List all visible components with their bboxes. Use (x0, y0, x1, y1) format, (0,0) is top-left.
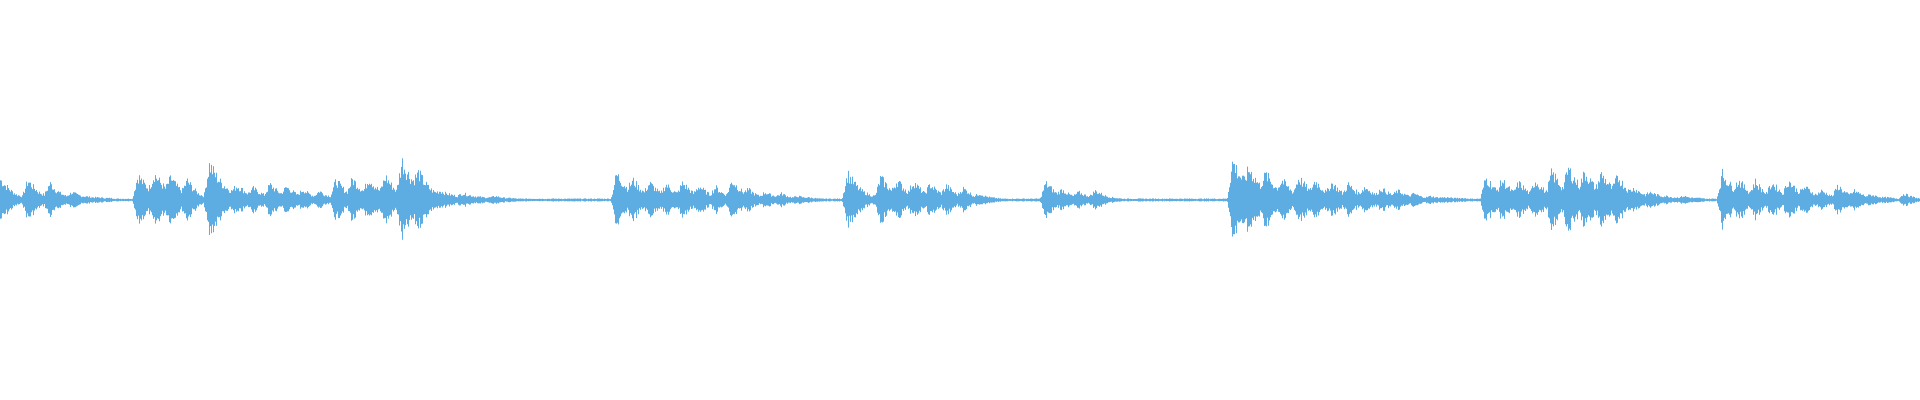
waveform-bars (0, 158, 1920, 240)
waveform-path (0, 158, 1920, 240)
